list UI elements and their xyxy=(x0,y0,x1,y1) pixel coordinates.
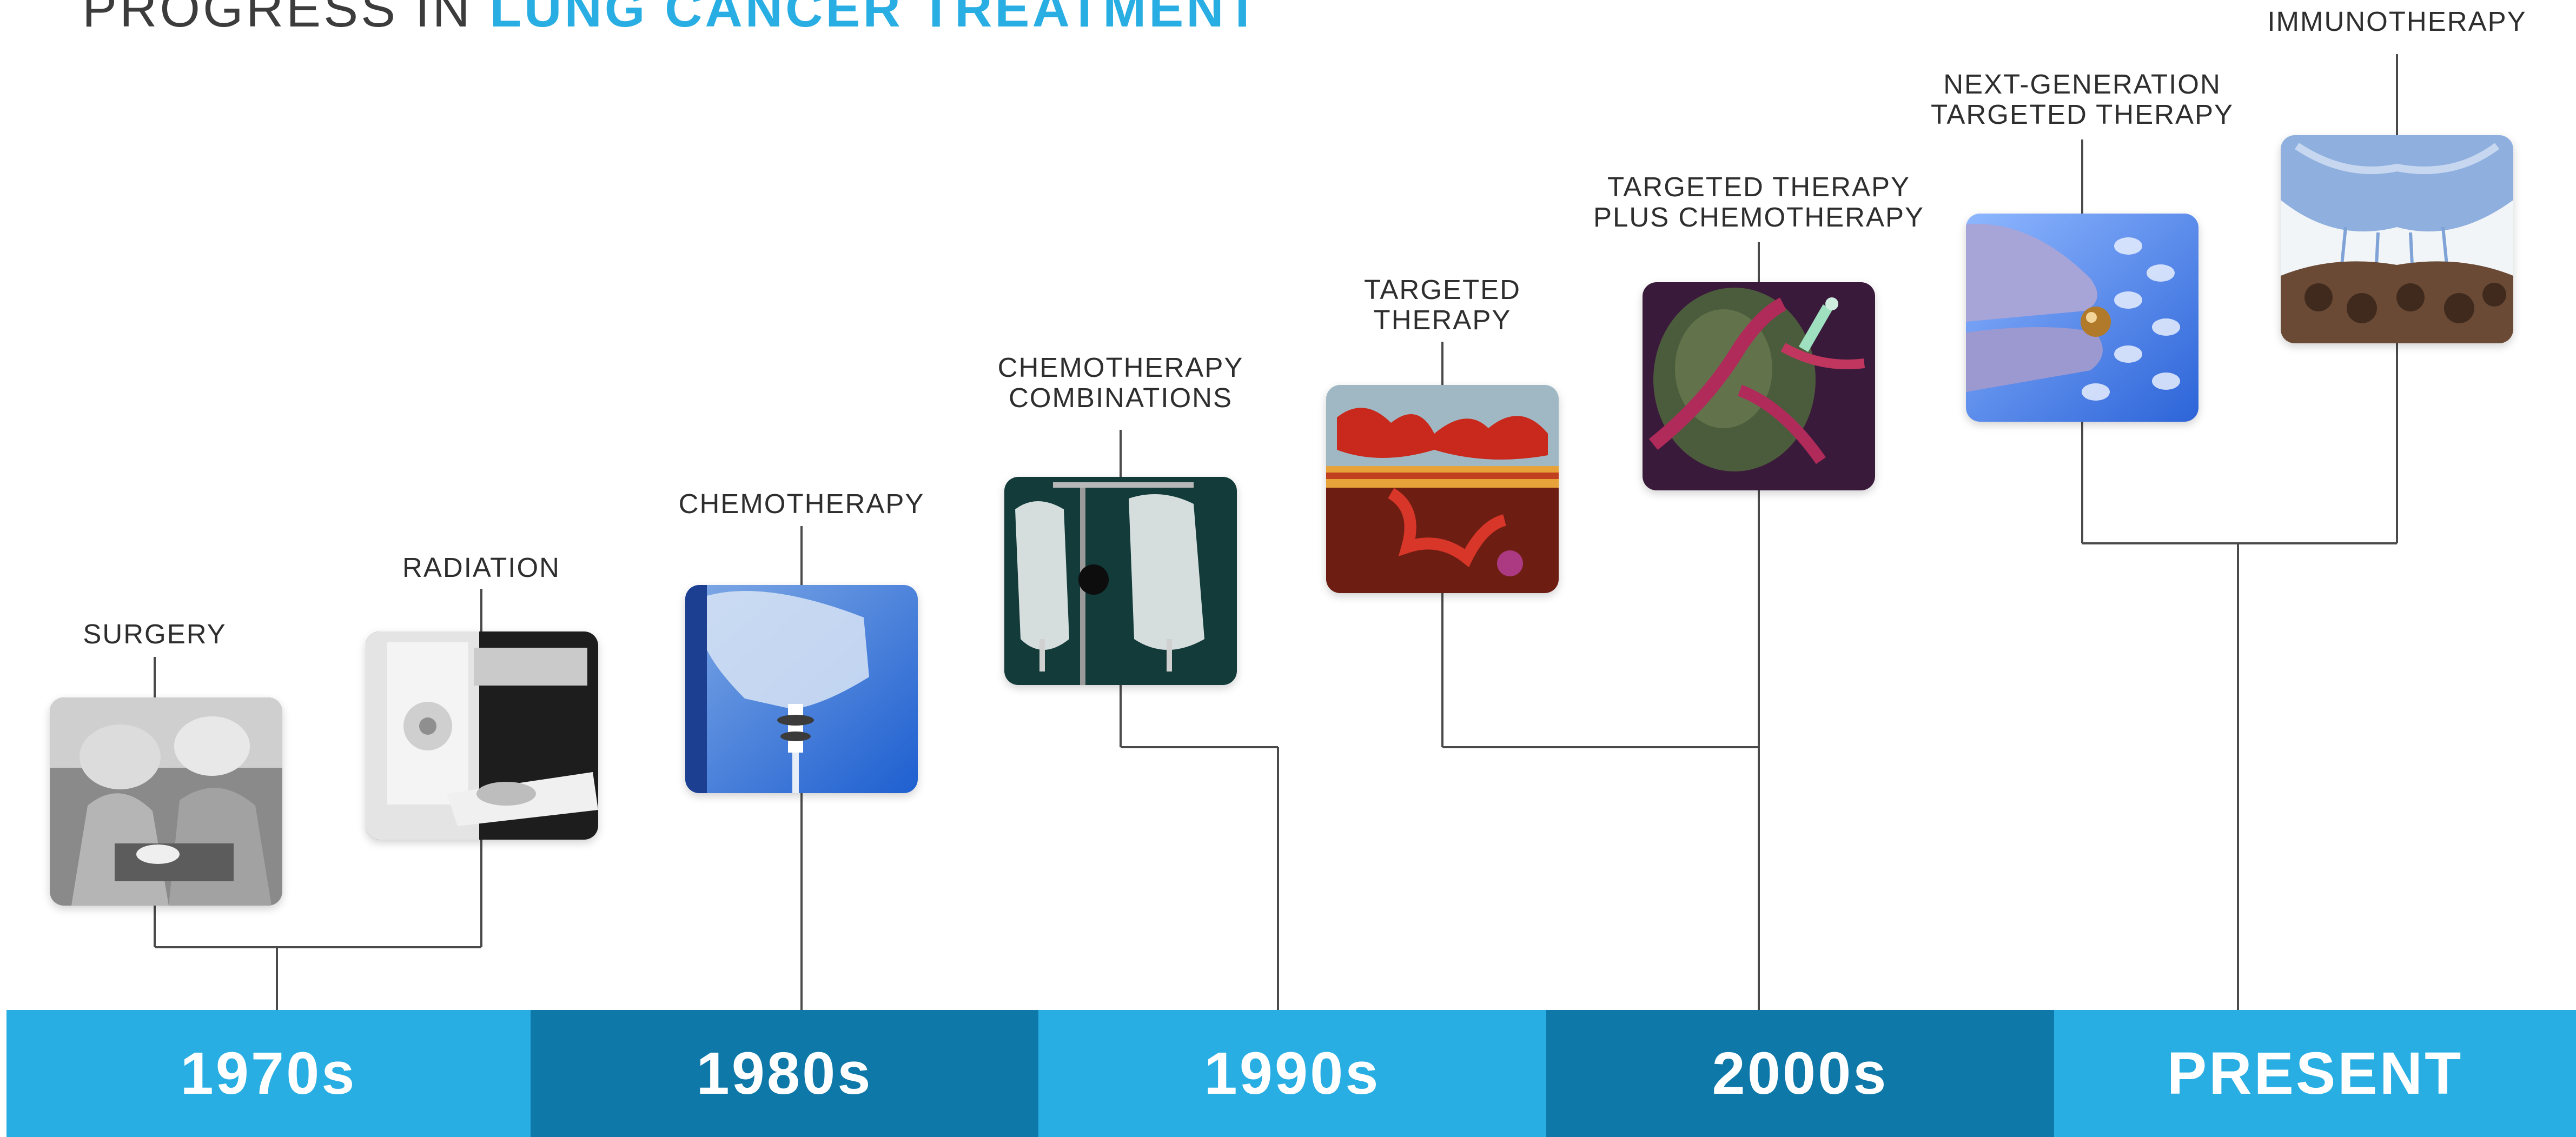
iv-bag-photo xyxy=(685,585,918,793)
era-1970s: 1970s xyxy=(6,1010,531,1137)
era-present: PRESENT xyxy=(2054,1010,2576,1137)
milestone-label-chemotherapy: CHEMOTHERAPY xyxy=(678,488,925,519)
surgery-photo xyxy=(50,697,282,906)
milestone-label-chemotherapy-combinations: CHEMOTHERAPY COMBINATIONS xyxy=(997,352,1244,413)
milestone-label-radiation: RADIATION xyxy=(402,552,560,583)
milestone-label-targeted-plus-chemotherapy: TARGETED THERAPY PLUS CHEMOTHERAPY xyxy=(1593,171,1925,232)
pill-in-fingers-photo xyxy=(1966,214,2198,422)
milestone-label-next-generation-targeted: NEXT-GENERATION TARGETED THERAPY xyxy=(1930,69,2234,130)
era-1980s: 1980s xyxy=(531,1010,1038,1137)
era-2000s: 2000s xyxy=(1546,1010,2054,1137)
era-timeline-bar: 1970s 1980s 1990s 2000s PRESENT xyxy=(6,1010,2576,1137)
era-1990s: 1990s xyxy=(1038,1010,1546,1137)
title-prefix: PROGRESS IN xyxy=(82,0,473,38)
milestone-label-surgery: SURGERY xyxy=(83,619,227,649)
immune-cells-illustration xyxy=(2281,135,2513,343)
page-title: PROGRESS IN LUNG CANCER TREATMENT xyxy=(82,0,1261,39)
milestone-label-immunotherapy: IMMUNOTHERAPY xyxy=(2267,6,2527,37)
tumor-vessels-illustration xyxy=(1643,282,1875,490)
title-highlight: LUNG CANCER TREATMENT xyxy=(489,0,1261,38)
iv-bags-pair-photo xyxy=(1004,477,1237,685)
radiation-machine-photo xyxy=(366,631,598,840)
milestone-label-targeted-therapy: TARGETED THERAPY xyxy=(1364,274,1521,335)
cell-membrane-illustration xyxy=(1326,385,1559,593)
